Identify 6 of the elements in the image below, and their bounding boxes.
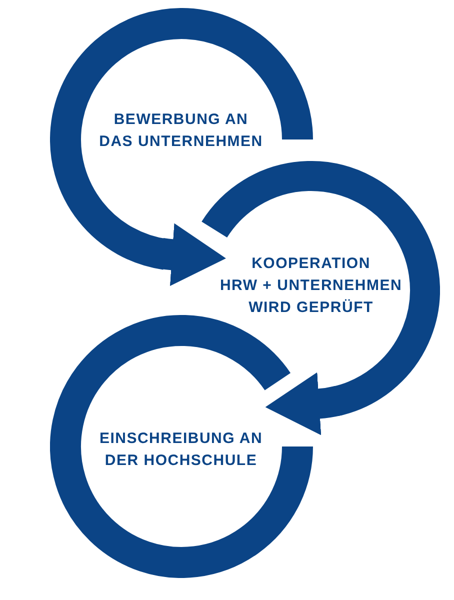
step-label: KOOPERATION HRW + UNTERNEHMEN WIRD GEPRÜFT: [220, 254, 402, 318]
step-label: EINSCHREIBUNG AN DER HOCHSCHULE: [99, 428, 263, 470]
arrow: [158, 223, 226, 286]
step-label: BEWERBUNG AN DAS UNTERNEHMEN: [99, 110, 263, 152]
ring-node: [50, 315, 312, 578]
arrow: [265, 372, 342, 436]
